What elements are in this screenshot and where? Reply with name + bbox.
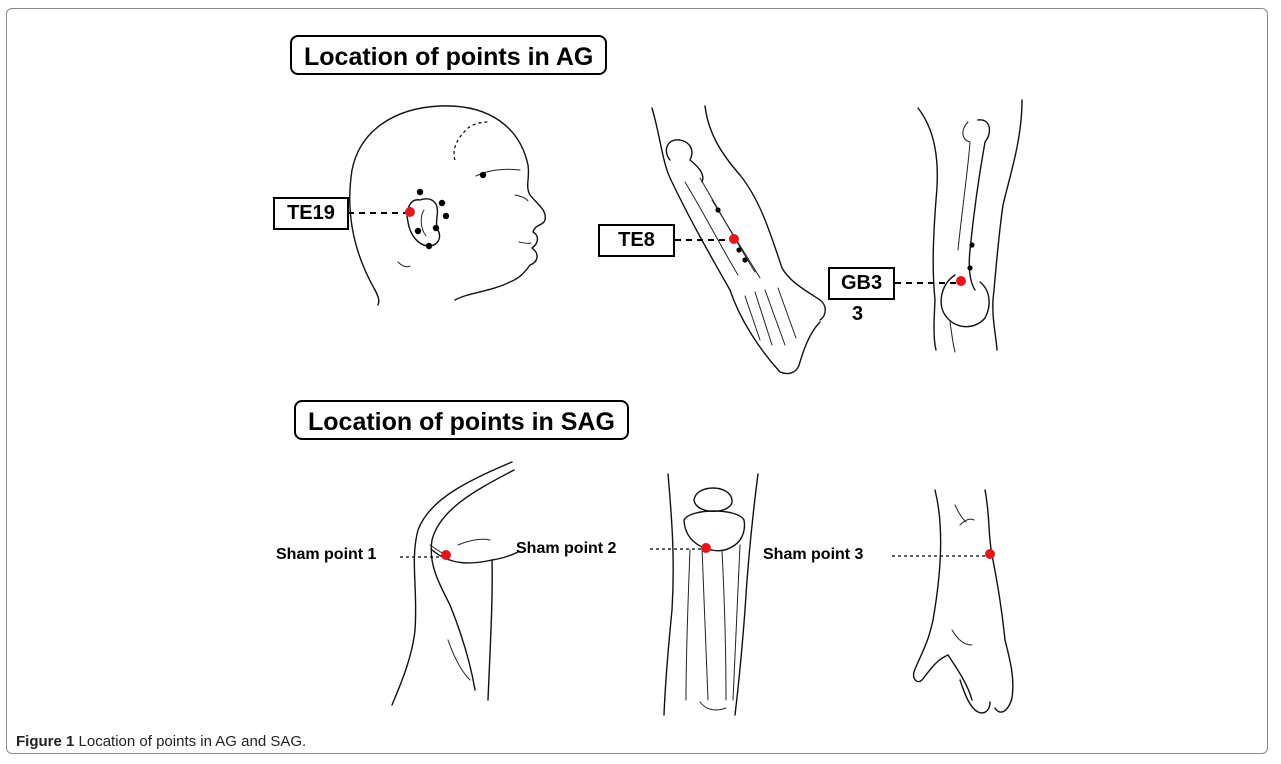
caption-label: Figure 1 — [16, 733, 74, 750]
sham-point-3-label: Sham point 3 — [763, 546, 863, 564]
sham-point-2-label: Sham point 2 — [516, 540, 616, 558]
forearm-illustration — [652, 106, 825, 374]
head-illustration — [348, 106, 545, 305]
figure-caption: Figure 1 Location of points in AG and SA… — [16, 733, 306, 750]
gb33-point — [956, 276, 966, 286]
leg-illustration — [895, 100, 1022, 352]
sham1-point — [441, 550, 451, 560]
lower-leg-illustration — [650, 474, 758, 715]
sham-point-1-label: Sham point 1 — [276, 546, 376, 564]
sag-section-title: Location of points in SAG — [294, 400, 629, 440]
caption-text: Location of points in AG and SAG. — [79, 733, 307, 750]
sham3-point — [985, 549, 995, 559]
te19-point — [405, 207, 415, 217]
gb33-label: GB3 — [828, 267, 895, 300]
ag-section-title: Location of points in AG — [290, 35, 607, 75]
te8-point — [729, 234, 739, 244]
gb33-label-line1: GB3 — [841, 272, 882, 294]
gb33-label-line2: 3 — [852, 303, 863, 326]
hand-illustration — [892, 490, 1013, 713]
sham2-point — [701, 543, 711, 553]
te8-label: TE8 — [598, 224, 675, 257]
te19-label: TE19 — [273, 197, 349, 230]
shoulder-illustration — [392, 462, 518, 705]
